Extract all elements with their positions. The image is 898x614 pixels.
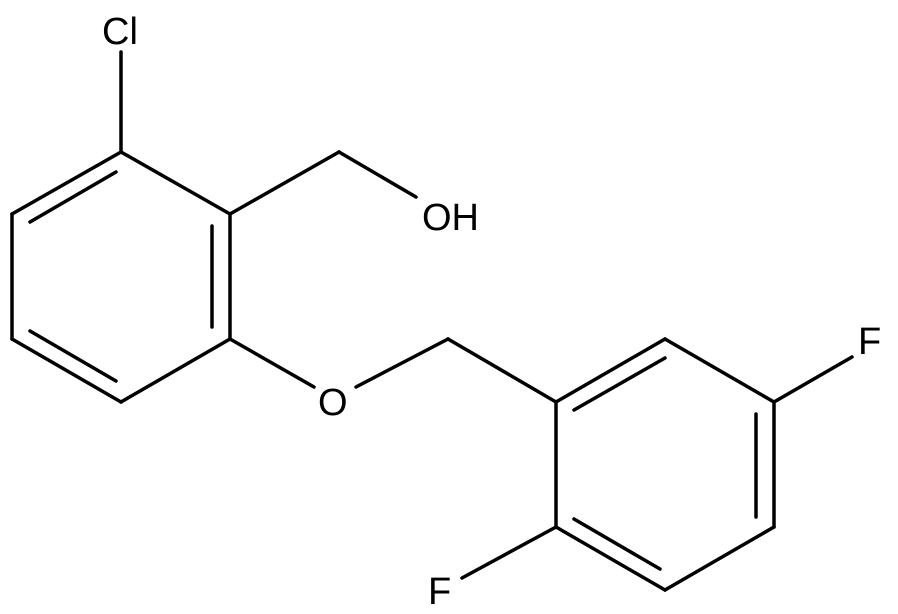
double-bond-ring1-c (28, 170, 118, 224)
bond-ch2-oh (337, 150, 418, 199)
bond-ring1-c3-c4 (119, 337, 232, 404)
bond-ring1-c1-c2 (119, 150, 232, 216)
double-bond-ring2-c (572, 517, 662, 571)
bond-c-f-lower (460, 525, 558, 580)
bond-c-f-upper (772, 355, 854, 404)
hydroxyl-group-label: OH (422, 197, 479, 239)
fluorine-lower-label: F (428, 571, 451, 613)
bond-o-ch2 (354, 337, 450, 389)
double-bond-ring2-a (572, 356, 667, 412)
difluorophenyl-ring (554, 337, 776, 592)
fluorine-upper-label: F (858, 321, 881, 363)
bond-ring2-c4-c5 (663, 525, 776, 592)
bond-ring2-c1-c2 (554, 337, 667, 404)
bond-ring2-c5-c6 (554, 525, 667, 592)
bond-ch2-ring2 (446, 337, 558, 404)
double-bond-ring1-b (28, 329, 118, 383)
bond-ring1-c4-c5 (10, 337, 123, 404)
bond-ring2-c2-c3 (663, 337, 776, 404)
ether-oxygen-label: O (318, 382, 348, 424)
chlorophenyl-ring (10, 150, 232, 404)
bond-ring1-c6-c1 (10, 150, 123, 216)
bond-c-ch2oh (228, 150, 341, 216)
chlorine-atom-label: Cl (102, 11, 138, 53)
bond-c-o-ether (228, 337, 316, 389)
